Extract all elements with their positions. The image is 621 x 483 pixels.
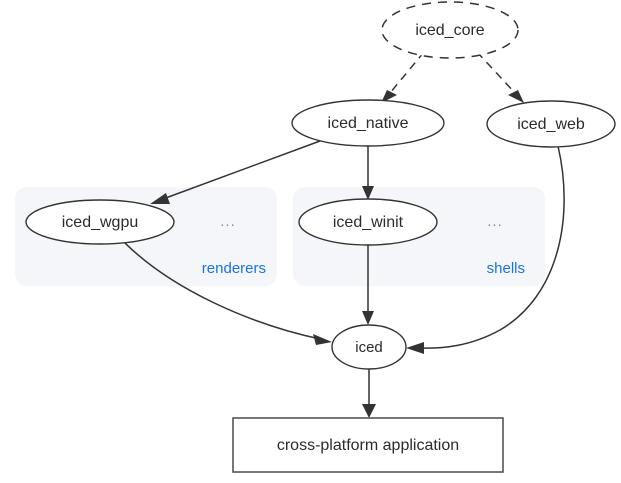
edge-iced-winit-to-iced: [362, 245, 374, 325]
cluster-renderers-label: renderers: [202, 260, 266, 277]
node-iced-web[interactable]: iced_web: [486, 100, 616, 148]
edge-arrowhead: [313, 334, 332, 345]
node-application-shape[interactable]: [232, 417, 504, 473]
edge-iced-web-to-iced: [406, 145, 565, 354]
edge-arrowhead: [381, 90, 397, 103]
edge-iced-to-application: [362, 369, 376, 418]
node-iced-wgpu-shape[interactable]: [25, 199, 175, 245]
node-iced-native-label: iced_native: [328, 115, 409, 132]
node-iced-native[interactable]: iced_native: [291, 99, 445, 147]
node-iced-web-label: iced_web: [517, 116, 585, 133]
node-iced-label: iced: [355, 339, 383, 356]
edge-line: [162, 140, 321, 200]
node-iced-shape[interactable]: [331, 324, 407, 370]
edge-arrowhead: [406, 342, 424, 354]
cluster-renderers-ellipsis: ...: [220, 213, 236, 230]
cluster-shells-label: shells: [487, 260, 525, 277]
node-iced-core-label: iced_core: [415, 22, 484, 39]
edge-iced-wgpu-to-iced: [121, 239, 332, 345]
node-iced-winit-shape[interactable]: [298, 198, 438, 246]
cluster-shells-ellipsis: ...: [487, 213, 503, 230]
node-application-label: cross-platform application: [277, 437, 459, 454]
edge-arrowhead: [362, 186, 374, 200]
edge-line: [417, 145, 565, 349]
edge-iced-core-to-iced-web: [476, 51, 524, 103]
edge-arrowhead: [362, 311, 374, 325]
edge-line: [476, 51, 516, 94]
node-iced-core[interactable]: iced_core: [381, 1, 519, 59]
edge-line: [121, 239, 321, 340]
node-iced-web-shape[interactable]: [486, 100, 616, 148]
node-iced-wgpu[interactable]: iced_wgpu: [25, 199, 175, 245]
edge-arrowhead: [508, 90, 524, 103]
node-iced-native-shape[interactable]: [291, 99, 445, 147]
node-iced[interactable]: iced: [331, 324, 407, 370]
node-cross-platform-application[interactable]: cross-platform application: [232, 417, 504, 473]
node-iced-core-shape[interactable]: [381, 1, 519, 59]
edge-iced-native-to-iced-winit: [362, 146, 374, 200]
node-iced-winit-label: iced_winit: [333, 214, 404, 231]
edge-line: [389, 51, 425, 94]
edge-arrowhead: [362, 404, 376, 418]
edge-arrowhead: [150, 193, 170, 204]
edge-iced-native-to-iced-wgpu: [150, 140, 321, 204]
node-iced-wgpu-label: iced_wgpu: [62, 214, 139, 231]
node-iced-winit[interactable]: iced_winit: [298, 198, 438, 246]
edge-iced-core-to-iced-native: [381, 51, 425, 103]
